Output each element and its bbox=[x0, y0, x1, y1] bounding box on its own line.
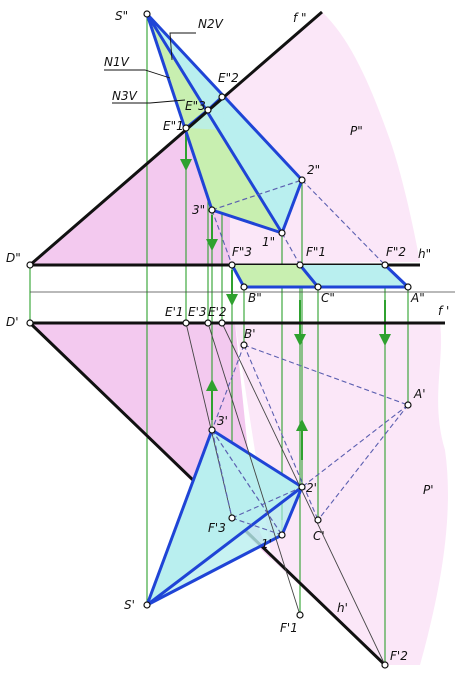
label-e2-horizontal: E'2 bbox=[208, 305, 227, 319]
horizontal-dashed-lines bbox=[211, 344, 409, 536]
label-f2: f " bbox=[293, 11, 307, 25]
label-leaders bbox=[104, 32, 196, 104]
plane-p-horizontal-fill bbox=[235, 323, 448, 665]
section-on-h2-edges bbox=[230, 263, 410, 289]
label-f3-horizontal: F'3 bbox=[208, 521, 226, 535]
pyramid-horizontal-edges bbox=[145, 428, 304, 607]
pyramid-horizontal-face-1 bbox=[147, 430, 302, 605]
label-e2-frontal: E"2 bbox=[218, 71, 239, 85]
label-f1-frontal: F"1 bbox=[306, 245, 326, 259]
label-point-3-frontal: 3" bbox=[192, 203, 205, 217]
label-c2: C" bbox=[321, 291, 335, 305]
label-n1v: N1V bbox=[104, 55, 130, 69]
label-f2-horizontal: F'2 bbox=[390, 649, 408, 663]
label-n2v: N2V bbox=[198, 17, 224, 31]
label-a2: A" bbox=[410, 291, 425, 305]
label-f3-frontal: F"3 bbox=[232, 245, 252, 259]
label-point-1-frontal: 1" bbox=[262, 235, 275, 249]
label-e1-frontal: E"1 bbox=[163, 119, 184, 133]
label-f2-frontal: F"2 bbox=[386, 245, 406, 259]
label-s1: S' bbox=[124, 598, 135, 612]
trace-f2-line bbox=[29, 10, 323, 267]
section-on-h2-fill bbox=[232, 265, 318, 287]
label-b1: B' bbox=[244, 327, 256, 341]
label-f1: f ' bbox=[438, 304, 449, 318]
label-d2: D" bbox=[6, 251, 21, 265]
pyramid-horizontal-hidden-edge bbox=[211, 429, 283, 536]
label-f1-horizontal: F'1 bbox=[280, 621, 298, 635]
label-d1: D' bbox=[6, 315, 19, 329]
label-e3-frontal: E"3 bbox=[185, 99, 206, 113]
label-n3v: N3V bbox=[112, 89, 138, 103]
pyramid-frontal-front-face bbox=[147, 14, 302, 233]
label-h1: h' bbox=[337, 601, 348, 615]
section-on-h2-fill-2 bbox=[300, 265, 408, 287]
label-e1-horizontal: E'1 bbox=[165, 305, 184, 319]
label-point-2-horizontal: 2' bbox=[306, 481, 317, 495]
label-point-3-horizontal: 3' bbox=[217, 414, 228, 428]
frontal-construction-dashes bbox=[211, 179, 386, 266]
point-markers bbox=[26, 10, 412, 669]
label-c1: C' bbox=[313, 529, 325, 543]
label-h2: h" bbox=[418, 247, 431, 261]
label-e3-horizontal: E'3 bbox=[188, 305, 207, 319]
label-p2: P" bbox=[350, 124, 363, 138]
label-point-2-frontal: 2" bbox=[307, 163, 320, 177]
label-point-1-horizontal: 1' bbox=[261, 537, 272, 551]
label-b2: B" bbox=[248, 291, 262, 305]
label-s2: S" bbox=[115, 9, 128, 23]
label-a1: A' bbox=[413, 387, 426, 401]
label-p1: P' bbox=[423, 483, 434, 497]
